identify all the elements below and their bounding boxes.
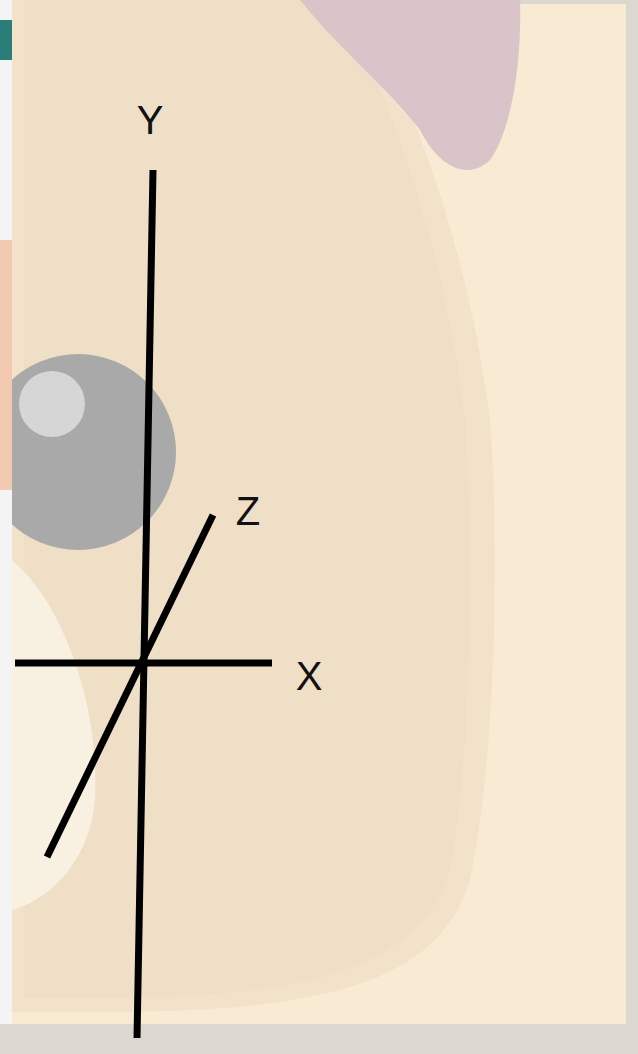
left-strip xyxy=(0,0,12,1024)
z-axis xyxy=(47,515,213,857)
axis-label: Y xyxy=(135,100,166,140)
left-strip-mark xyxy=(0,240,12,490)
cheek xyxy=(12,560,95,910)
y-axis xyxy=(137,170,153,1038)
eye-highlight xyxy=(19,371,85,437)
left-strip-mark xyxy=(0,20,12,60)
axis-label: Z xyxy=(234,491,262,531)
axis-label: X xyxy=(294,656,325,696)
purple-blob xyxy=(300,0,520,170)
